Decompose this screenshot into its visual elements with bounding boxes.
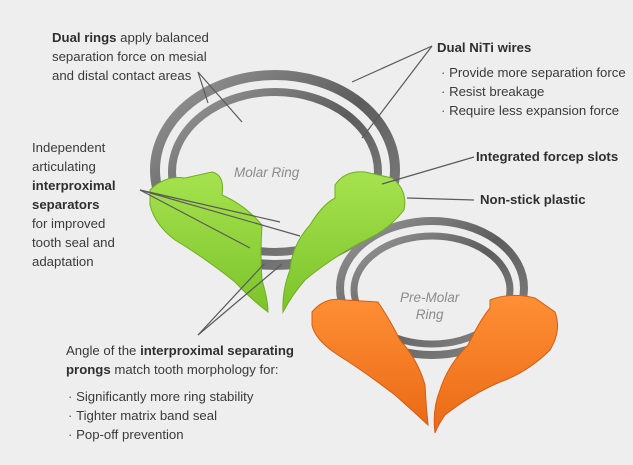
prongs-line-1: Angle of the interproximal separating — [66, 341, 294, 360]
separators-bold-1: interproximal — [32, 178, 116, 193]
molar-ring-label: Molar Ring — [234, 165, 300, 180]
dual-rings-rest: apply balanced — [116, 30, 209, 45]
niti-wires-annotation: Dual NiTi wires Provide more separation … — [437, 38, 626, 120]
prongs-bullet: Pop-off prevention — [68, 425, 294, 444]
prongs-line-2: prongs match tooth morphology for: — [66, 360, 294, 379]
forcep-slots-annotation: Integrated forcep slots — [476, 147, 618, 166]
niti-wires-title: Dual NiTi wires — [437, 40, 532, 55]
prongs-line-2-bold: prongs — [66, 362, 111, 377]
prongs-line-1-bold: interproximal separating — [140, 343, 294, 358]
forcep-slots-label: Integrated forcep slots — [476, 149, 619, 164]
non-stick-annotation: Non-stick plastic — [480, 190, 586, 209]
molar-left-separator — [149, 171, 269, 314]
dual-rings-annotation: Dual rings apply balanced separation for… — [52, 28, 209, 85]
molar-ring-wires — [150, 70, 400, 270]
dual-rings-line-2: separation force on mesial — [52, 49, 207, 64]
premolar-right-separator — [433, 294, 559, 434]
prongs-bullets: Significantly more ring stability Tighte… — [68, 387, 294, 444]
molar-right-separator — [282, 171, 406, 314]
separators-line-6: tooth seal and — [32, 235, 115, 250]
separators-line-5: for improved — [32, 216, 106, 231]
separators-line-2: articulating — [32, 159, 96, 174]
premolar-ring-label-line-2: Ring — [415, 307, 444, 322]
prongs-bullet: Tighter matrix band seal — [68, 406, 294, 425]
niti-wires-bullets: Provide more separation force Resist bre… — [441, 63, 626, 120]
premolar-ring-wires — [336, 217, 528, 359]
prongs-line-1-plain: Angle of the — [66, 343, 141, 358]
separators-line-1: Independent — [32, 140, 106, 155]
leader-lines — [139, 45, 475, 336]
premolar-ring-label-line-1: Pre-Molar — [400, 290, 460, 305]
separators-bold-2: separators — [32, 197, 100, 212]
niti-bullet: Resist breakage — [441, 82, 626, 101]
premolar-left-separator — [311, 298, 429, 427]
prongs-bullet: Significantly more ring stability — [68, 387, 294, 406]
separators-annotation: Independent articulating interproximal s… — [32, 138, 116, 271]
prongs-line-2-plain: match tooth morphology for: — [110, 362, 279, 377]
niti-bullet: Provide more separation force — [441, 63, 626, 82]
dual-rings-bold: Dual rings — [52, 30, 117, 45]
premolar-ring-label: Pre-Molar Ring — [400, 289, 459, 323]
non-stick-label: Non-stick plastic — [480, 192, 586, 207]
dual-rings-line-3: and distal contact areas — [52, 68, 192, 83]
prongs-annotation: Angle of the interproximal separating pr… — [66, 341, 294, 444]
dual-rings-line-1: Dual rings apply balanced — [52, 28, 209, 47]
niti-bullet: Require less expansion force — [441, 101, 626, 120]
separators-line-7: adaptation — [32, 254, 94, 269]
